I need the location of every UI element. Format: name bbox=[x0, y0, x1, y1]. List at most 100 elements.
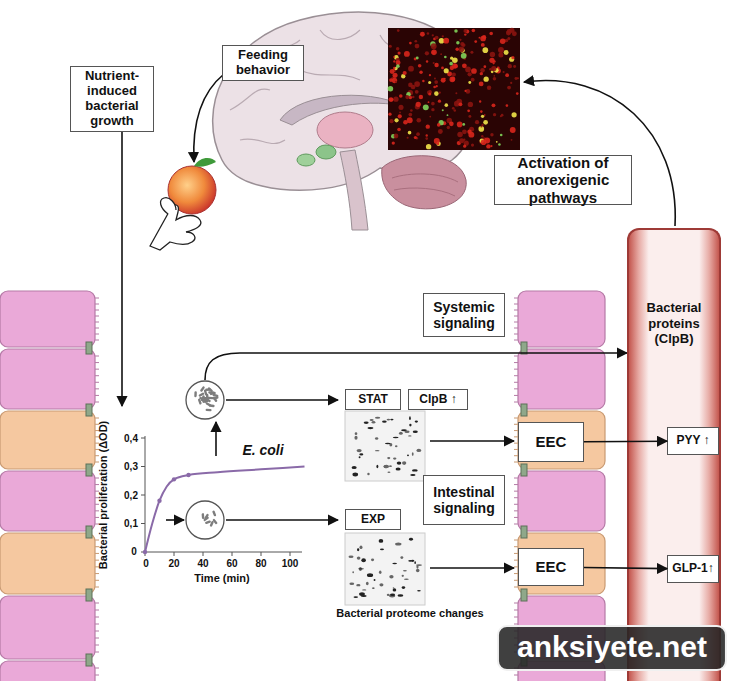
fluorescent-cell bbox=[419, 95, 423, 99]
node-text: Systemic signaling bbox=[424, 299, 504, 331]
protein-spot bbox=[352, 473, 358, 477]
tick-label: 0,1 bbox=[124, 518, 138, 529]
microvillus bbox=[95, 369, 99, 370]
microvillus bbox=[95, 436, 99, 437]
fluorescent-cell bbox=[415, 90, 419, 94]
fluorescent-cell bbox=[392, 78, 397, 83]
fluorescent-cell bbox=[393, 60, 395, 62]
fluorescent-cell bbox=[501, 114, 504, 117]
epithelial-cell bbox=[518, 291, 605, 347]
protein-spot bbox=[374, 579, 376, 581]
protein-spot bbox=[348, 555, 353, 558]
fluorescent-cell bbox=[490, 133, 493, 136]
microvillus bbox=[514, 382, 518, 383]
tight-junction bbox=[521, 654, 527, 666]
fluorescent-cell bbox=[426, 60, 428, 62]
fluorescent-cell bbox=[459, 102, 463, 106]
fluorescent-cell bbox=[470, 51, 473, 54]
fluorescent-cell bbox=[500, 134, 503, 137]
node-text: Bacterial proteins (ClpB) bbox=[635, 300, 713, 347]
protein-spot bbox=[417, 590, 421, 592]
gel-spots bbox=[348, 416, 422, 598]
hand-with-apple bbox=[150, 158, 216, 250]
protein-spot bbox=[353, 596, 358, 598]
protein-spot bbox=[412, 469, 418, 471]
bacteria bbox=[194, 386, 218, 527]
fluorescent-cell bbox=[426, 144, 431, 149]
fluorescent-cell bbox=[409, 42, 412, 45]
microvillus bbox=[514, 675, 518, 676]
protein-spot bbox=[415, 420, 418, 422]
protein-spot bbox=[372, 421, 376, 423]
tight-junction bbox=[86, 589, 92, 601]
fluorescent-cell bbox=[398, 105, 403, 110]
fluorescent-cell bbox=[481, 140, 487, 146]
microvillus bbox=[95, 580, 99, 581]
microvillus bbox=[514, 540, 518, 541]
axis-tick bbox=[174, 552, 175, 556]
fluorescent-cell bbox=[471, 144, 474, 147]
fluorescent-cell bbox=[480, 68, 485, 73]
microvillus bbox=[514, 340, 518, 341]
fluorescent-cell bbox=[437, 123, 441, 127]
fluorescent-cell bbox=[507, 86, 511, 90]
process-box: Systemic signaling bbox=[423, 293, 505, 337]
fluorescent-cell bbox=[480, 110, 483, 113]
microvillus bbox=[95, 328, 99, 329]
fluorescent-cell bbox=[393, 97, 398, 102]
protein-spot bbox=[355, 432, 358, 435]
fluorescent-cell bbox=[420, 32, 425, 37]
node-text: STAT bbox=[355, 393, 391, 407]
bacteria-culture bbox=[186, 501, 224, 539]
fluorescent-cell bbox=[462, 43, 466, 47]
fluorescent-cell bbox=[463, 29, 467, 33]
fluorescent-cell bbox=[431, 50, 437, 56]
fluorescent-cell bbox=[513, 65, 516, 68]
fluorescent-cell bbox=[441, 66, 444, 69]
fluorescent-cell bbox=[468, 115, 471, 118]
fluorescent-cell bbox=[394, 118, 398, 122]
condition-box: EXP bbox=[345, 509, 401, 530]
fluorescent-cell bbox=[414, 136, 417, 139]
fluorescent-cell bbox=[416, 118, 421, 123]
microvillus bbox=[514, 484, 518, 485]
fluorescent-cell bbox=[435, 36, 439, 40]
fluorescent-cell bbox=[404, 51, 410, 57]
protein-spot bbox=[375, 417, 380, 419]
microvillus bbox=[95, 510, 99, 511]
fluorescent-cell bbox=[509, 57, 514, 62]
epithelial-cell bbox=[0, 533, 95, 594]
microvillus bbox=[514, 645, 518, 646]
fluorescent-cell bbox=[408, 131, 412, 135]
protein-spot bbox=[362, 589, 366, 590]
bacterium bbox=[205, 520, 211, 524]
fluorescent-cell bbox=[467, 129, 471, 133]
microvillus bbox=[95, 455, 99, 456]
tight-junction bbox=[521, 589, 527, 601]
tight-junction bbox=[86, 526, 92, 538]
fluorescent-cell bbox=[389, 97, 394, 102]
growth-chart bbox=[141, 436, 305, 556]
fluorescent-cell bbox=[463, 145, 466, 148]
axis-tick bbox=[141, 523, 145, 524]
fluorescent-cell bbox=[471, 68, 477, 74]
fluorescent-cell bbox=[403, 71, 407, 75]
tick-label: 0 bbox=[131, 546, 137, 557]
fluorescent-cell bbox=[398, 114, 402, 118]
fluorescent-cell bbox=[440, 53, 442, 55]
protein-spot bbox=[389, 594, 395, 597]
fluorescent-cell bbox=[452, 57, 458, 63]
fluorescent-cell bbox=[441, 78, 446, 83]
fluorescent-cell bbox=[415, 44, 420, 49]
protein-spot bbox=[404, 430, 409, 433]
protein-spot bbox=[359, 545, 362, 549]
microvillus bbox=[514, 491, 518, 492]
fluorescent-cell bbox=[397, 29, 400, 32]
fluorescent-cell bbox=[431, 102, 435, 106]
fluorescent-cell bbox=[459, 46, 465, 52]
protein-spot bbox=[383, 465, 389, 469]
epithelial-cell bbox=[518, 349, 605, 409]
fluorescent-cell bbox=[428, 101, 430, 103]
fluorescent-cell bbox=[431, 43, 437, 49]
node-text: Feeding behavior bbox=[223, 48, 303, 78]
